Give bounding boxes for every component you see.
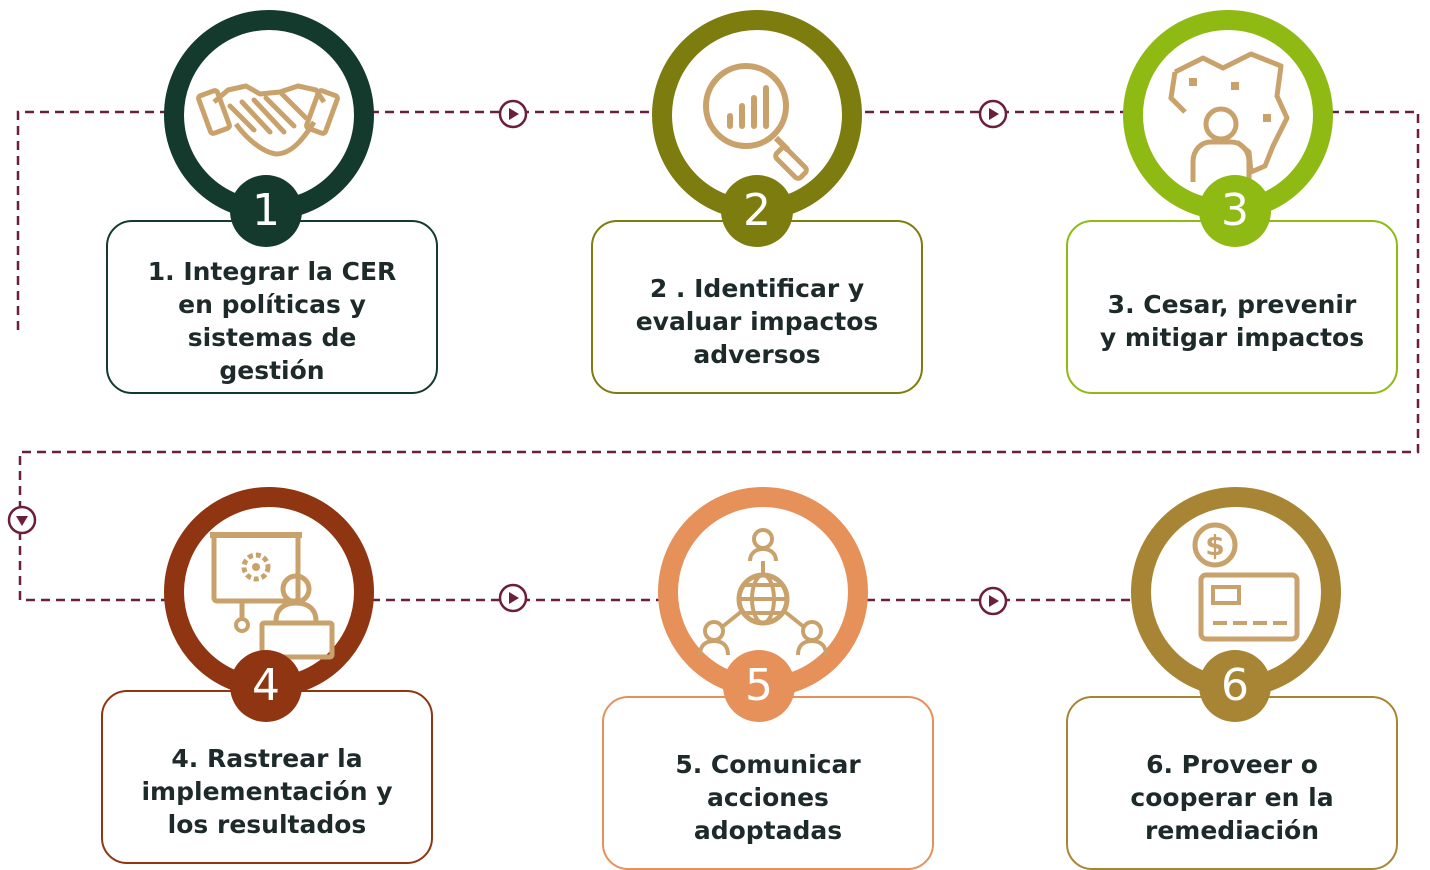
step-6-card: 6. Proveer o cooperar en la remediación xyxy=(1066,696,1398,870)
handshake-icon xyxy=(196,83,340,157)
svg-text:$: $ xyxy=(1205,529,1224,562)
presentation-icon xyxy=(210,532,335,660)
step-3-card: 3. Cesar, prevenir y mitigar impactos xyxy=(1066,220,1398,394)
analytics-magnifier-icon xyxy=(703,63,809,181)
person-map-icon xyxy=(1168,51,1290,182)
step-label: 2 . Identificar y evaluar impactos adver… xyxy=(635,273,879,369)
step-5-card: 5. Comunicar acciones adoptadas xyxy=(602,696,934,870)
flow-arrow-icon xyxy=(498,99,528,129)
step-number-badge: 4 xyxy=(230,650,302,722)
step-number-badge: 2 xyxy=(721,175,793,247)
step-label: 6. Proveer o cooperar en la remediación xyxy=(1130,749,1334,845)
flow-arrow-icon xyxy=(978,586,1008,616)
flow-arrow-icon xyxy=(7,505,37,535)
step-number-badge: 3 xyxy=(1199,175,1271,247)
step-number-badge: 1 xyxy=(230,175,302,247)
connector-line-top xyxy=(16,110,1420,602)
step-label: 1. Integrar la CER en políticas y sistem… xyxy=(147,257,397,385)
flow-arrow-icon xyxy=(978,99,1008,129)
step-label: 3. Cesar, prevenir y mitigar impactos xyxy=(1099,290,1365,352)
flow-arrow-icon xyxy=(498,583,528,613)
step-label: 4. Rastrear la implementación y los resu… xyxy=(141,743,393,839)
payment-card-icon: $ xyxy=(1192,522,1300,642)
step-1-card: 1. Integrar la CER en políticas y sistem… xyxy=(106,220,438,394)
step-2-card: 2 . Identificar y evaluar impactos adver… xyxy=(591,220,923,394)
step-number-badge: 6 xyxy=(1199,650,1271,722)
step-label: 5. Comunicar acciones adoptadas xyxy=(675,749,861,845)
global-network-icon xyxy=(698,528,828,656)
step-number-badge: 5 xyxy=(723,650,795,722)
